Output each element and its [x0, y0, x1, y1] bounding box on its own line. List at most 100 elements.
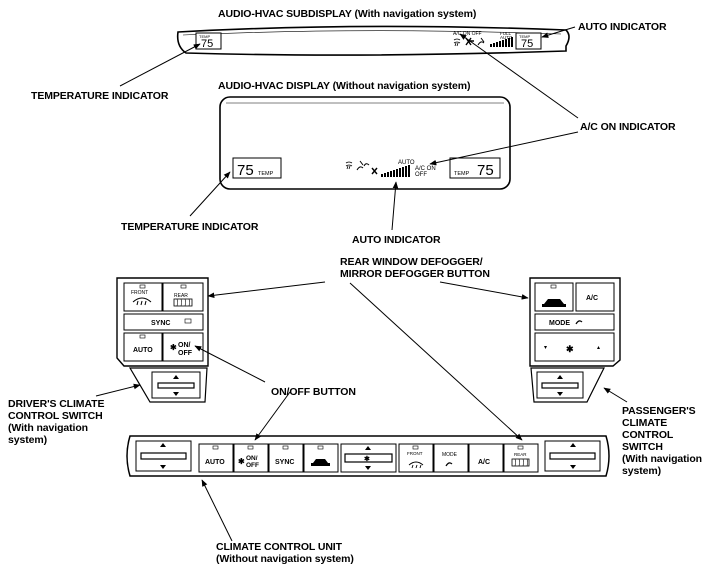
auto-indicator-label-top: AUTO INDICATOR	[578, 21, 667, 33]
unit-recirculation-button[interactable]	[303, 443, 339, 473]
display-vent-icon	[356, 160, 370, 171]
fan-down-arrow-icon	[544, 346, 547, 349]
driver-off-label: OFF	[178, 350, 193, 357]
climate-control-unit: AUTO ✱ ON/ OFF SYNC ✱ FRONT MODE A/C REA…	[126, 435, 610, 477]
unit-left-temp-rocker[interactable]	[135, 440, 192, 472]
unit-rear-label: REAR	[514, 452, 527, 457]
subdisplay-ac-on-off: A/C ON OFF	[453, 31, 482, 37]
driver-temp-rocker[interactable]	[128, 367, 208, 403]
sync-label: SYNC	[151, 320, 170, 327]
unit-right-temp-rocker[interactable]	[544, 440, 601, 472]
unit-sync-label: SYNC	[275, 459, 294, 466]
mode-vent-icon	[575, 320, 583, 325]
subdisplay-temp-word: TEMP	[199, 34, 210, 39]
mode-label: MODE	[549, 320, 570, 327]
unit-mode-button[interactable]	[433, 443, 469, 473]
rear-defogger-icon	[173, 298, 193, 307]
drivers-switch-line4: system)	[8, 434, 47, 446]
mode-button[interactable]	[534, 313, 615, 331]
display-left-temp	[232, 157, 282, 179]
climate-unit-line2: (Without navigation system)	[216, 553, 354, 565]
unit-front-defrost-icon	[408, 461, 424, 469]
passengers-switch-line3: CONTROL	[622, 429, 674, 441]
passenger-fan-icon: ✱	[566, 344, 574, 354]
unit-ac-button[interactable]	[468, 443, 504, 473]
unit-fan-icon: ✱	[238, 457, 245, 466]
rear-defogger-label-line2: MIRROR DEFOGGER BUTTON	[340, 268, 490, 280]
unit-sync-button[interactable]	[268, 443, 304, 473]
unit-on-label: ON/	[246, 455, 258, 462]
passenger-temp-rocker[interactable]	[530, 367, 605, 403]
sync-button[interactable]	[123, 313, 204, 331]
passengers-switch-label: PASSENGER'S CLIMATE CONTROL SWITCH (With…	[622, 405, 702, 477]
subdisplay-defrost-icon	[453, 38, 461, 47]
driver-up-arrow-icon	[173, 375, 179, 379]
display-fan-bars	[381, 165, 410, 177]
svg-text:✱: ✱	[364, 455, 370, 463]
driver-auto-label: AUTO	[133, 347, 153, 354]
display-panel: 75 TEMP AUTO A/C ON OFF TEMP 75	[219, 96, 511, 190]
display-fan-icon	[371, 167, 378, 175]
front-defrost-icon	[132, 297, 152, 306]
driver-on-label: ON/	[178, 342, 191, 349]
unit-mode-label: MODE	[442, 452, 458, 458]
drivers-switch-label: DRIVER'S CLIMATE CONTROL SWITCH (With na…	[8, 398, 104, 446]
subdisplay-auto-label: AUTO	[500, 35, 513, 40]
passenger-up-arrow-icon	[557, 375, 563, 379]
ac-on-indicator-label: A/C ON INDICATOR	[580, 121, 676, 133]
unit-on-off-button[interactable]	[233, 443, 269, 473]
passengers-switch-line4: SWITCH	[622, 441, 663, 453]
climate-unit-label: CLIMATE CONTROL UNIT (Without navigation…	[216, 541, 354, 565]
passengers-switch-line5: (With navigation	[622, 453, 702, 465]
rear-label: REAR	[174, 293, 188, 299]
subdisplay-temp-value: 75	[201, 38, 213, 50]
rear-defogger-label-line1: REAR WINDOW DEFOGGER/	[340, 256, 483, 268]
display-auto-label: AUTO	[398, 160, 415, 166]
fan-speed-rocker[interactable]	[534, 332, 615, 362]
subdisplay-temp-indicator	[195, 32, 222, 50]
display-defrost-icon	[345, 161, 353, 170]
display-right-temp-value: 75	[477, 162, 494, 179]
subdisplay-right-temp-word: TEMP	[519, 34, 530, 39]
unit-auto-label: AUTO	[205, 459, 225, 466]
passenger-down-arrow-icon	[557, 392, 563, 396]
drivers-switch-line1: DRIVER'S CLIMATE	[8, 398, 105, 410]
unit-off-label: OFF	[246, 462, 259, 469]
display-right-temp-word: TEMP	[454, 171, 470, 177]
front-label: FRONT	[131, 290, 148, 296]
subdisplay-panel: TEMP 75 A/C ON OFF FULL AUTO TEMP 75	[176, 25, 570, 56]
display-ac-on-label: A/C ON	[415, 166, 436, 172]
subdisplay-right-temp-value: 75	[521, 38, 533, 50]
subdisplay-title: AUDIO-HVAC SUBDISPLAY (With navigation s…	[218, 8, 477, 20]
subdisplay-full-label: FULL	[500, 31, 512, 36]
driver-switch-panel: FRONT REAR SYNC AUTO ✱ ON/ OFF	[116, 277, 209, 367]
passengers-switch-line2: CLIMATE	[622, 417, 668, 429]
ac-button[interactable]	[575, 282, 615, 312]
display-right-temp	[449, 157, 501, 179]
auto-indicator-label-bottom: AUTO INDICATOR	[352, 234, 441, 246]
rear-defogger-label: REAR WINDOW DEFOGGER/ MIRROR DEFOGGER BU…	[340, 256, 490, 280]
passengers-switch-line1: PASSENGER'S	[622, 405, 696, 417]
drivers-switch-line2: CONTROL SWITCH	[8, 410, 103, 422]
unit-fan-speed-rocker[interactable]: ✱	[340, 443, 397, 473]
unit-front-label: FRONT	[407, 451, 423, 456]
unit-mode-vent-icon	[445, 462, 453, 467]
temperature-indicator-label-top: TEMPERATURE INDICATOR	[31, 90, 169, 102]
display-title: AUDIO-HVAC DISPLAY (Without navigation s…	[218, 80, 471, 92]
ac-label: A/C	[586, 295, 598, 302]
recirculation-icon	[542, 299, 566, 307]
display-left-temp-value: 75	[237, 162, 254, 179]
unit-rear-defogger-icon	[511, 458, 530, 467]
driver-fan-icon: ✱	[170, 343, 177, 352]
subdisplay-fan-bars	[490, 37, 513, 47]
unit-recirculation-icon	[311, 459, 330, 466]
on-off-button-label: ON/OFF BUTTON	[271, 386, 356, 398]
fan-up-arrow-icon	[597, 346, 600, 349]
display-off-label: OFF	[415, 172, 427, 178]
driver-down-arrow-icon	[173, 392, 179, 396]
subdisplay-vent-icon	[477, 37, 485, 46]
driver-auto-button[interactable]	[123, 332, 163, 362]
leader-lines	[95, 26, 628, 542]
subdisplay-right-temp	[515, 32, 542, 50]
